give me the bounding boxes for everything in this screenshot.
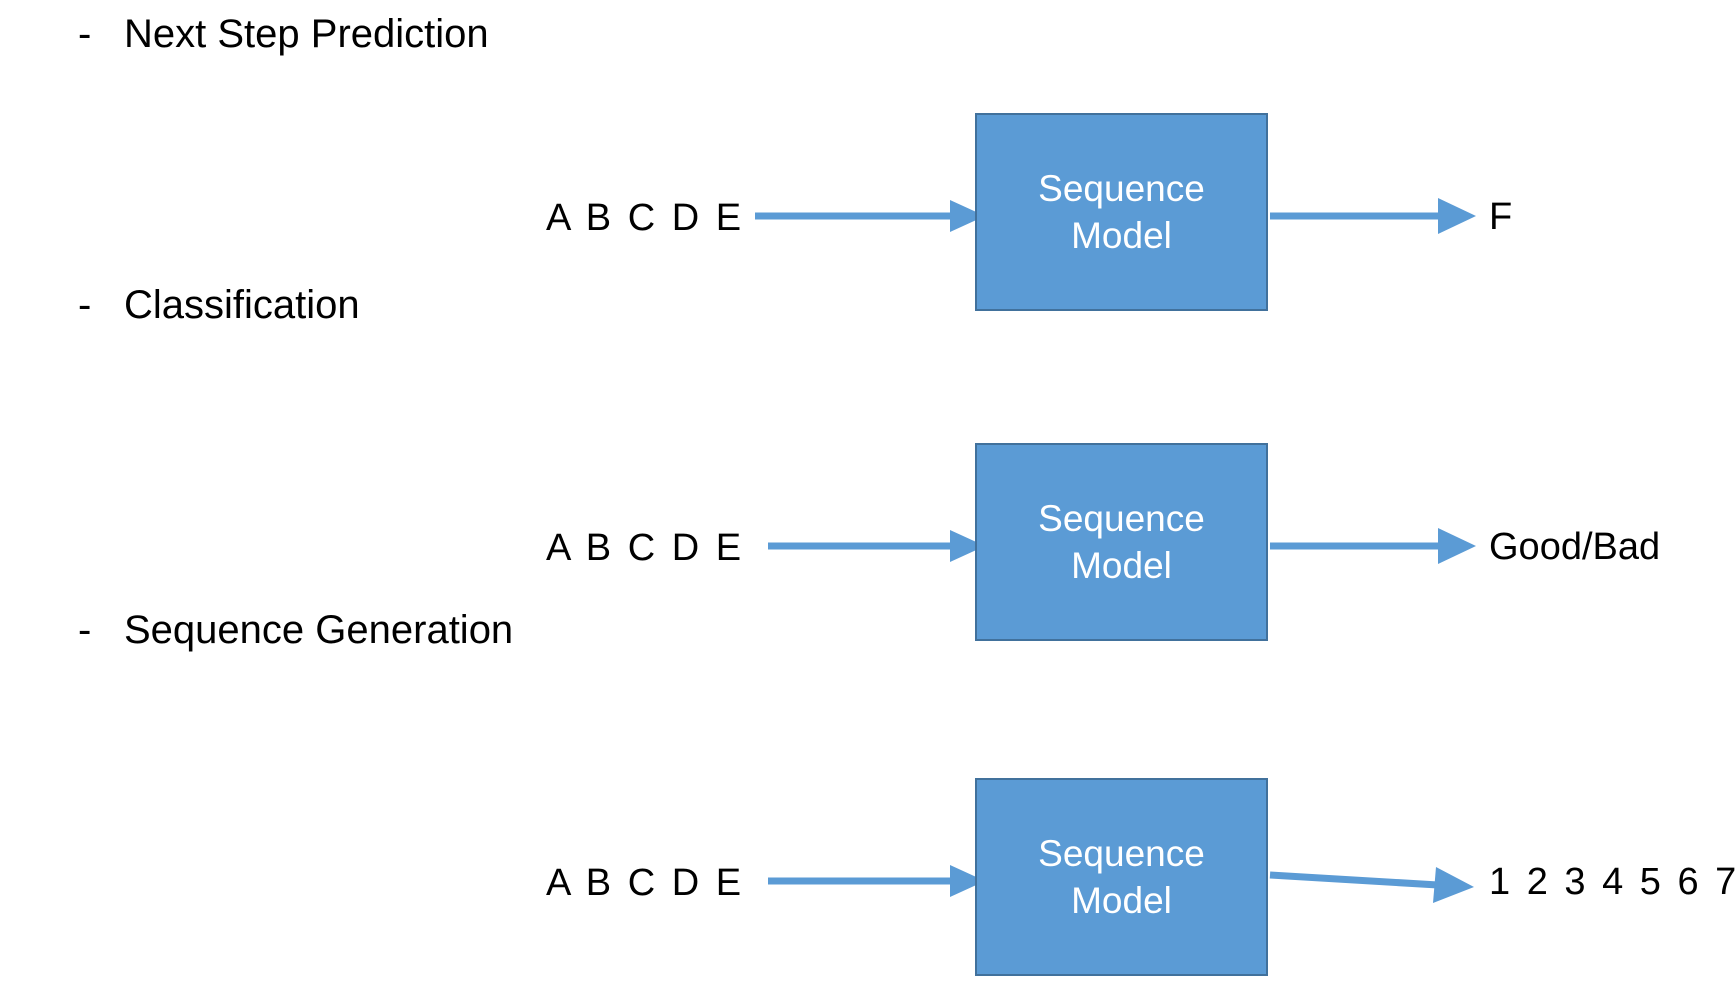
- model-box-line-1: Sequence: [1038, 497, 1205, 539]
- bullet-marker: -: [78, 12, 92, 56]
- output-arrow-icon: [1270, 198, 1476, 234]
- bullet-sequence-generation: - Sequence Generation: [78, 610, 513, 650]
- input-sequence-label: A B C D E: [546, 862, 745, 904]
- bullet-marker: -: [78, 608, 92, 652]
- sequence-model-box[interactable]: Sequence Model: [975, 778, 1268, 976]
- input-sequence-label: A B C D E: [546, 527, 745, 569]
- model-box-line-1: Sequence: [1038, 167, 1205, 209]
- model-box-line-2: Model: [1071, 545, 1172, 586]
- bullet-label: Sequence Generation: [124, 608, 514, 652]
- model-box-line-2: Model: [1071, 880, 1172, 921]
- output-arrow-icon: [1269, 867, 1474, 903]
- input-arrow-icon: [768, 865, 985, 897]
- output-label: F: [1489, 196, 1513, 238]
- output-label: 1 2 3 4 5 6 7: [1489, 861, 1735, 903]
- output-label: Good/Bad: [1489, 526, 1661, 568]
- output-arrow-icon: [1270, 528, 1476, 564]
- row-arrows: [768, 865, 1474, 903]
- bullet-label: Next Step Prediction: [124, 12, 489, 56]
- input-sequence-label: A B C D E: [546, 197, 745, 239]
- model-box-line-1: Sequence: [1038, 832, 1205, 874]
- sequence-model-box[interactable]: Sequence Model: [975, 443, 1268, 641]
- sequence-model-box[interactable]: Sequence Model: [975, 113, 1268, 311]
- bullet-classification: - Classification: [78, 285, 360, 325]
- bullet-next-step-prediction: - Next Step Prediction: [78, 14, 489, 54]
- input-arrow-icon: [768, 530, 985, 562]
- input-arrow-icon: [755, 200, 985, 232]
- bullet-marker: -: [78, 283, 92, 327]
- diagram-row-sequence-generation: A B C D E Sequence Model 1 2 3 4 5 6 7: [0, 773, 1735, 993]
- bullet-label: Classification: [124, 283, 360, 327]
- model-box-line-2: Model: [1071, 215, 1172, 256]
